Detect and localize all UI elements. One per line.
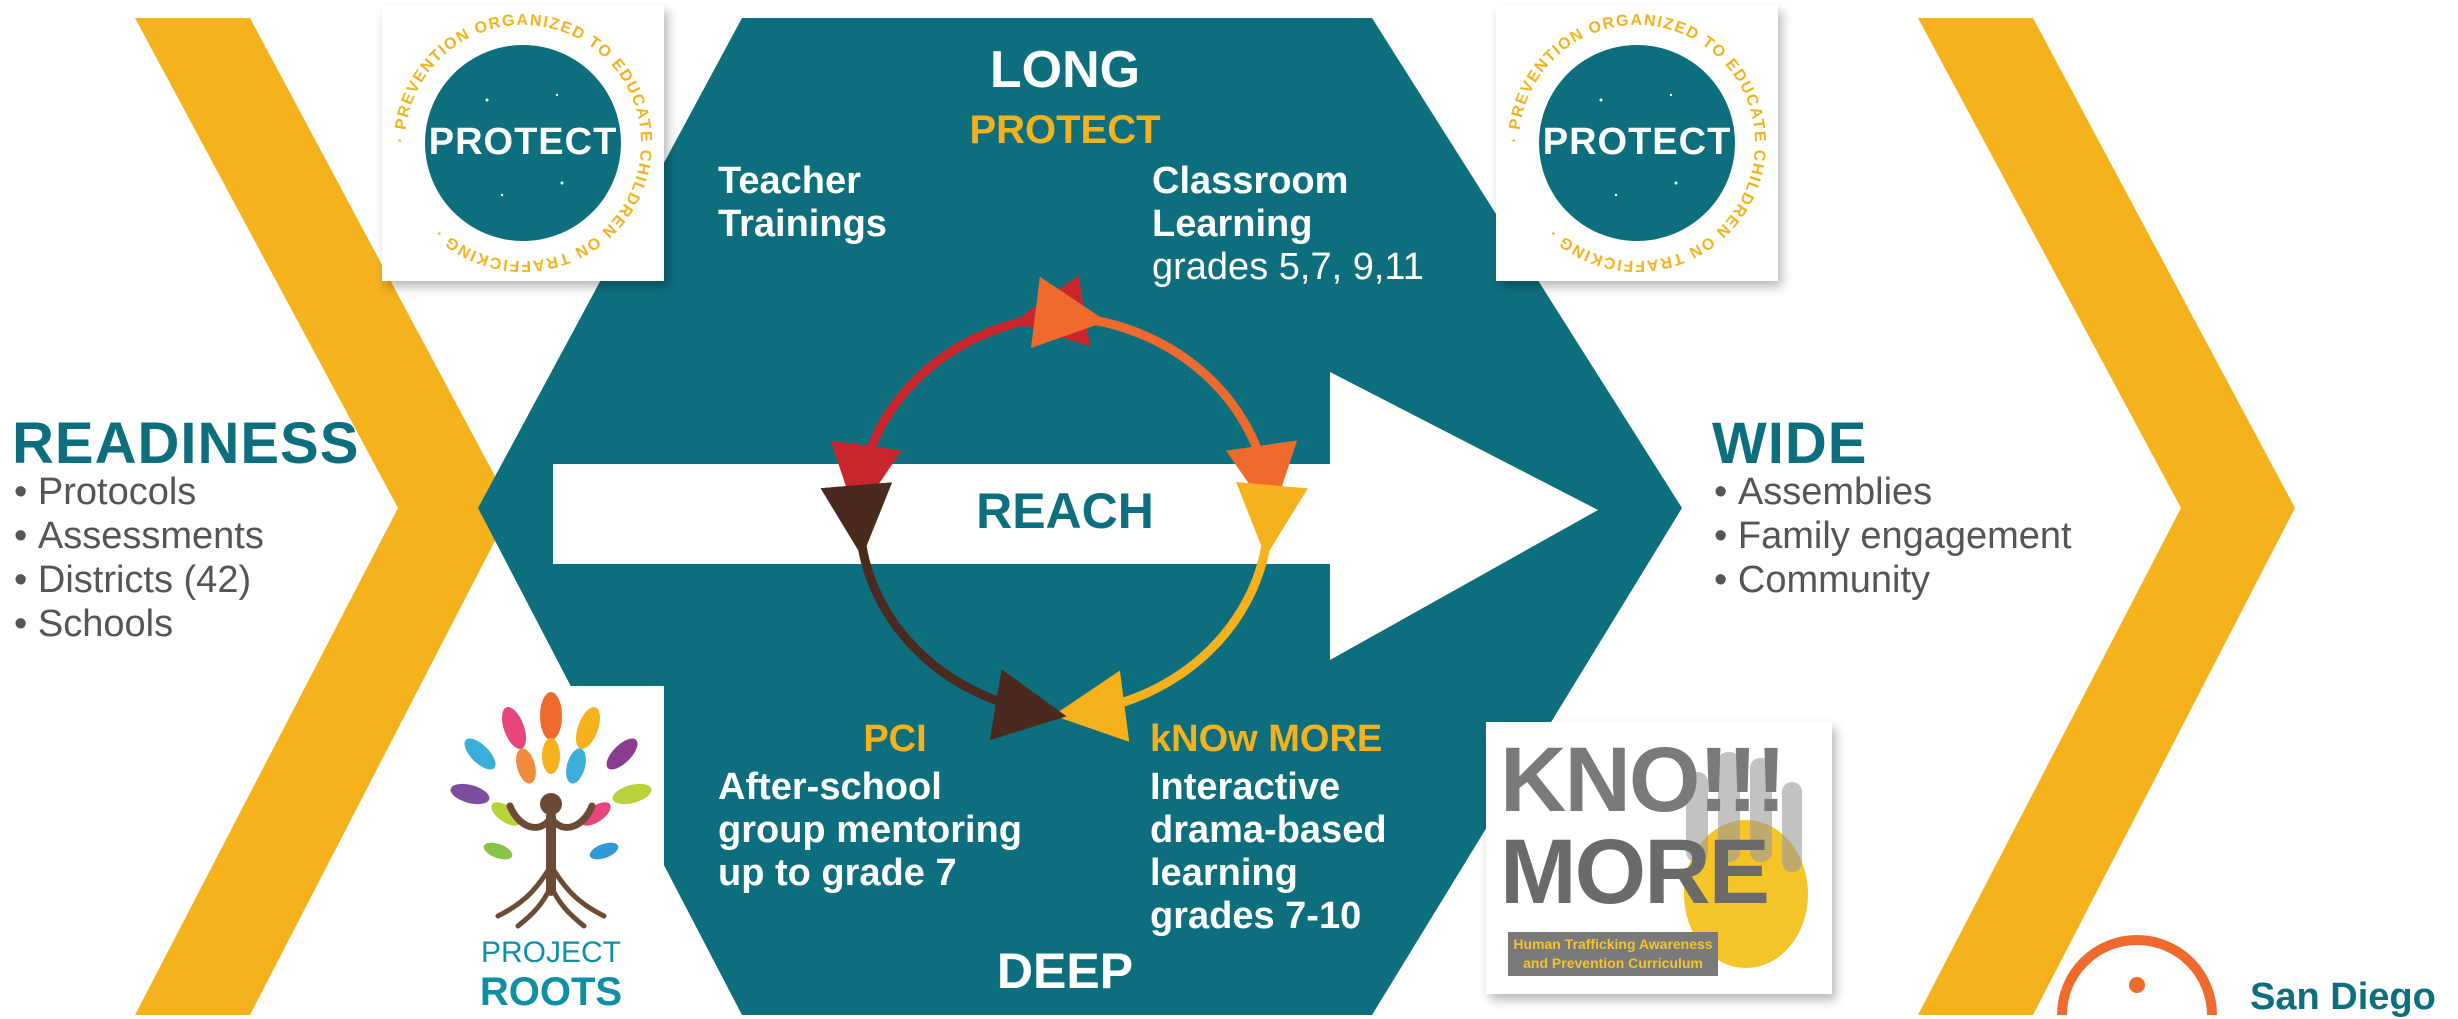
knowmore-line-2: drama-based xyxy=(1150,809,1387,851)
arrow-brown xyxy=(820,482,1067,741)
readiness-item: Schools xyxy=(14,602,264,646)
pci-line-2: group mentoring xyxy=(718,809,1022,851)
classroom-grades: grades 5,7, 9,11 xyxy=(1152,246,1424,288)
knomore-banner-1: Human Trafficking Awareness xyxy=(1513,936,1713,952)
long-label: LONG xyxy=(989,41,1141,99)
wide-list: Assemblies Family engagement Community xyxy=(1714,470,2072,602)
protect-logo-left: · PREVENTION ORGANIZED TO EDUCATE CHILDR… xyxy=(382,5,664,281)
readiness-list: Protocols Assessments Districts (42) Sch… xyxy=(14,470,264,646)
protect-logo-left-text: PROTECT xyxy=(428,121,618,163)
classroom-line-1: Classroom xyxy=(1152,160,1349,202)
readiness-title: READINESS xyxy=(12,411,360,476)
wide-item: Assemblies xyxy=(1714,470,2072,514)
wide-item: Community xyxy=(1714,558,2072,602)
right-chevron xyxy=(1918,18,2295,1015)
protect-label: PROTECT xyxy=(969,108,1161,152)
readiness-item: Assessments xyxy=(14,514,264,558)
readiness-item: Protocols xyxy=(14,470,264,514)
readiness-item: Districts (42) xyxy=(14,558,264,602)
knowmore-text: Interactive drama-based learning grades … xyxy=(1150,766,1387,938)
roots-line1: PROJECT xyxy=(480,936,621,969)
tree-icon xyxy=(450,692,652,929)
arrow-orange xyxy=(1030,276,1298,517)
teacher-line-2: Trainings xyxy=(718,203,887,245)
deep-label: DEEP xyxy=(996,943,1134,999)
knomore-banner-2: and Prevention Curriculum xyxy=(1523,955,1703,971)
pci-text: After-school group mentoring up to grade… xyxy=(718,766,1022,895)
knowmore-line-1: Interactive xyxy=(1150,766,1341,808)
knomore-banner: Human Trafficking Awareness and Preventi… xyxy=(1508,932,1718,976)
wide-title: WIDE xyxy=(1712,411,1868,476)
knomore-line1: KNO!!! xyxy=(1500,729,1786,831)
wide-item: Family engagement xyxy=(1714,514,2072,558)
protect-logo-right: · PREVENTION ORGANIZED TO EDUCATE CHILDR… xyxy=(1496,5,1778,281)
hand-print-icon xyxy=(1684,752,1808,968)
knomore-line2: MORE xyxy=(1500,821,1770,923)
roots-line2: ROOTS xyxy=(479,970,623,1014)
knowmore-label: kNOw MORE xyxy=(1150,718,1383,760)
pci-line-3: up to grade 7 xyxy=(718,852,957,894)
protect-emblem-right: · PREVENTION ORGANIZED TO EDUCATE CHILDR… xyxy=(1506,12,1767,274)
knomore-logo: KNO!!! MORE Human Trafficking Awareness … xyxy=(1486,722,1832,994)
sandiego-text: San Diego xyxy=(2250,976,2436,1018)
protect-emblem-left: · PREVENTION ORGANIZED TO EDUCATE CHILDR… xyxy=(392,12,653,274)
protect-logo-right-text: PROTECT xyxy=(1542,121,1732,163)
arrow-red xyxy=(830,275,1091,517)
left-chevron xyxy=(135,18,512,1015)
teacher-trainings-text: Teacher Trainings xyxy=(718,160,887,246)
pci-line-1: After-school xyxy=(718,766,942,808)
classroom-learning-text: Classroom Learning grades 5,7, 9,11 xyxy=(1152,160,1424,289)
teacher-line-1: Teacher xyxy=(718,160,861,202)
arrow-gold xyxy=(1053,481,1308,742)
reach-label: REACH xyxy=(976,483,1154,539)
knowmore-line-3: learning xyxy=(1150,852,1298,894)
pci-label: PCI xyxy=(863,718,927,760)
classroom-line-2: Learning xyxy=(1152,203,1313,245)
project-roots-logo: PROJECT ROOTS xyxy=(438,686,664,1015)
knowmore-line-4: grades 7-10 xyxy=(1150,895,1362,937)
